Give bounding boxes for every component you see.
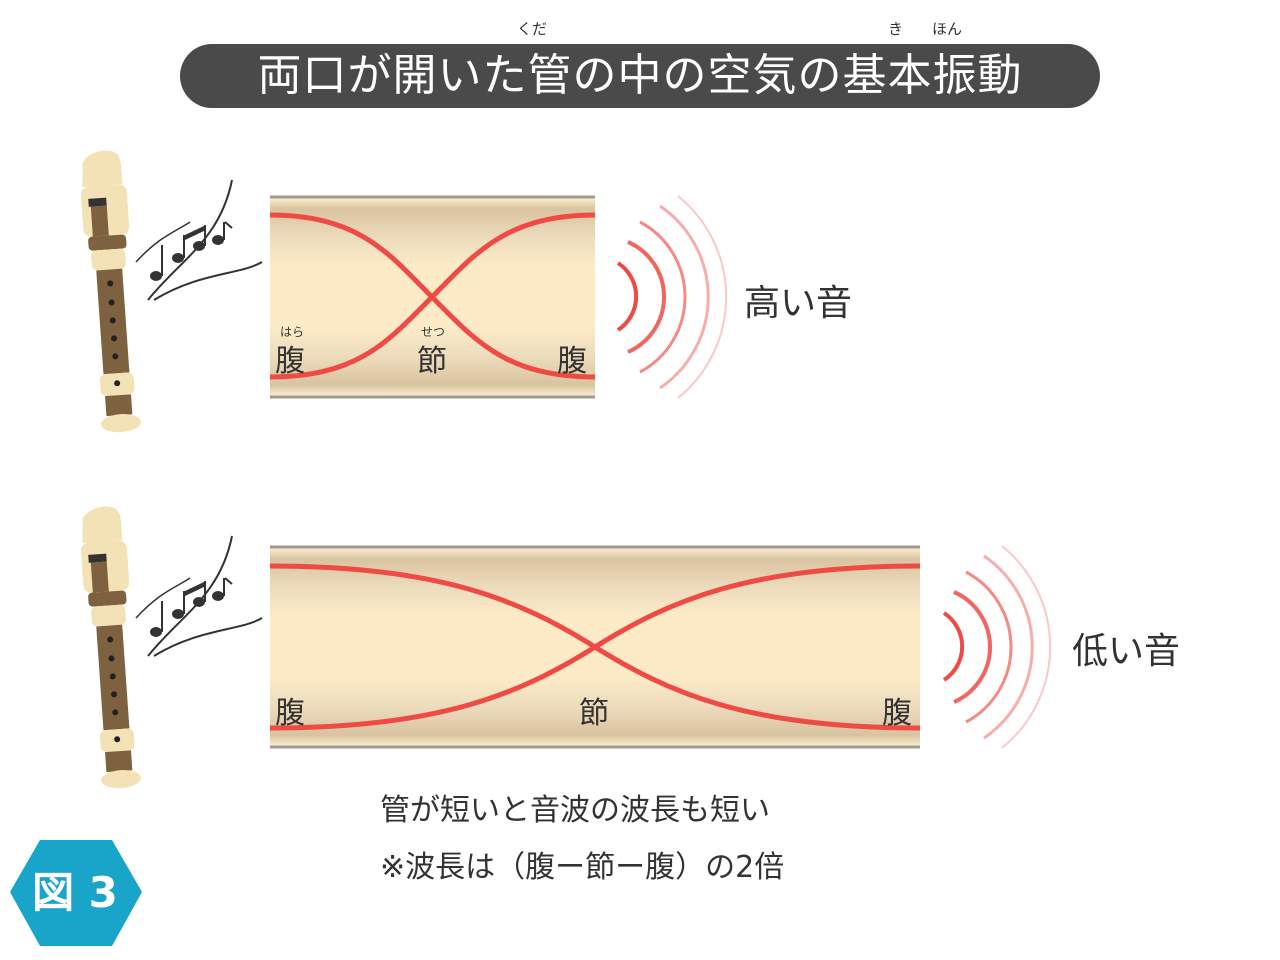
wave-curve-b	[269, 212, 596, 380]
low-sound-label: 低い音	[1072, 631, 1181, 672]
page-title: 両口が開いた管の中の空気の基本振動	[257, 50, 1023, 101]
wave-curve-d	[269, 563, 921, 731]
title-ruby-hon: ほん	[932, 20, 963, 38]
high-sound-label: 高い音	[744, 283, 853, 324]
music-note-icon	[150, 577, 233, 637]
node-label-center: 節	[579, 696, 609, 731]
music-notes-icon	[135, 179, 263, 301]
long-pipe	[269, 545, 921, 749]
title-ruby-kuda: くだ	[517, 20, 548, 38]
short-pipe	[269, 195, 596, 399]
ruby-hara: はら	[280, 325, 305, 339]
caption-line-1: 管が短いと音波の波長も短い	[380, 793, 770, 828]
antinode-label-left: 腹	[275, 344, 305, 379]
node-label-center: 節	[417, 344, 447, 379]
antinode-label-left: 腹	[275, 696, 305, 731]
antinode-label-right: 腹	[882, 696, 912, 731]
figure-badge	[10, 840, 142, 946]
music-notes-icon	[135, 535, 263, 657]
title-ruby-ki: き	[888, 20, 904, 38]
recorder-icon	[80, 150, 141, 433]
figure-badge-label: 図 3	[32, 868, 118, 917]
title-bar	[180, 44, 1100, 108]
sound-waves-icon	[942, 545, 1052, 749]
ruby-setsu: せつ	[421, 325, 446, 339]
recorder-icon	[80, 506, 141, 789]
sound-waves-icon	[616, 195, 728, 399]
antinode-label-right: 腹	[557, 344, 587, 379]
caption-line-2: ※波長は（腹ー節ー腹）の2倍	[380, 850, 785, 885]
music-note-icon	[150, 221, 233, 281]
